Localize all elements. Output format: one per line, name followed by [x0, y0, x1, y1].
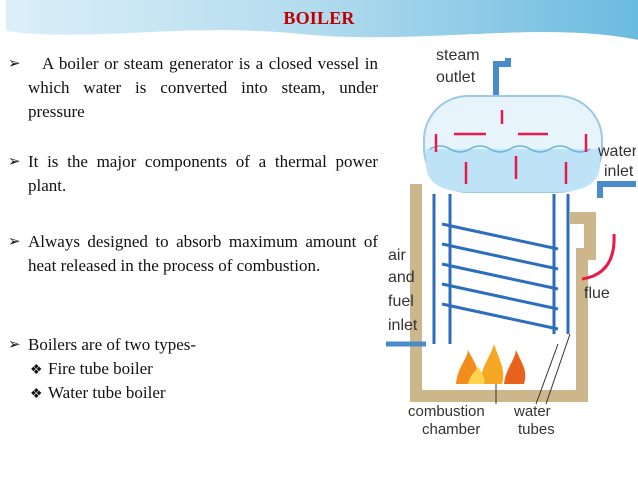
- air-fuel-label: air and fuel inlet: [388, 247, 419, 334]
- bullet-3-text: Always designed to absorb maximum amount…: [28, 232, 378, 275]
- diamond-bullet-icon: ❖: [30, 387, 43, 402]
- header-wave: [0, 0, 638, 44]
- left-edge: [0, 0, 6, 479]
- type-label: Fire tube boiler: [48, 359, 153, 378]
- furnace-wall: [410, 184, 596, 402]
- flame-icon: [456, 344, 526, 384]
- bullet-1-text: A boiler or steam generator is a closed …: [28, 54, 378, 121]
- bullet-4-text: Boilers are of two types-: [28, 335, 197, 354]
- flue-arrow: [581, 233, 616, 281]
- diamond-bullet-icon: ❖: [30, 363, 43, 378]
- steam-pipe: [493, 58, 511, 99]
- steam-outlet-label: steam outlet: [436, 47, 484, 86]
- water-tube-bank: [432, 194, 570, 344]
- water-tubes-label: water tubes: [513, 403, 555, 436]
- label-pointers: [495, 333, 571, 405]
- type-item-2: ❖ Water tube boiler: [30, 382, 166, 406]
- arrow-bullet-icon: ➢: [8, 56, 21, 72]
- bullet-2-text: It is the major components of a thermal …: [28, 152, 378, 195]
- water-inlet-label: water inlet: [597, 143, 636, 180]
- water-inlet-pipe: [597, 181, 636, 198]
- slide-title: BOILER: [283, 8, 355, 28]
- steam-arrows: [434, 110, 588, 184]
- type-label: Water tube boiler: [48, 383, 166, 402]
- combustion-chamber-label: combustion chamber: [408, 403, 489, 436]
- flue-label: flue: [584, 285, 610, 302]
- boiler-diagram: steam outlet water inlet air and fuel in…: [386, 44, 636, 436]
- drum-water: [426, 149, 600, 192]
- arrow-bullet-icon: ➢: [8, 337, 21, 353]
- type-item-1: ❖ Fire tube boiler: [30, 358, 153, 382]
- arrow-bullet-icon: ➢: [8, 154, 21, 170]
- arrow-bullet-icon: ➢: [8, 234, 21, 250]
